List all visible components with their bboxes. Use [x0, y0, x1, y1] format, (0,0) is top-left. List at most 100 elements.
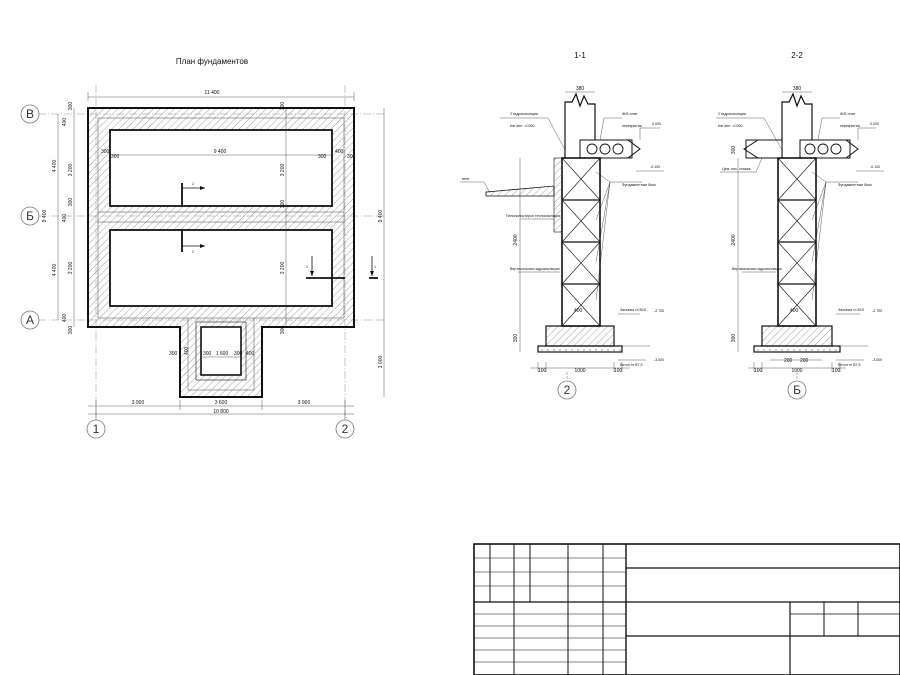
sec2-d100a: 100 — [754, 368, 763, 374]
dim-right-3200a: 3 200 — [280, 164, 286, 177]
sec2-gidro-label: 2 гидроизоляции — [718, 112, 746, 116]
sec2-d1000: 1000 — [791, 368, 802, 374]
axis-bubble-1: 1 — [86, 419, 106, 439]
sec2-footing — [761, 325, 833, 347]
dim-right-3000: 3 000 — [378, 356, 384, 369]
section-label-1a: 1 — [306, 265, 308, 269]
sec1-footing — [545, 325, 615, 347]
sec2-m0: 0.000 — [870, 122, 879, 126]
section-1-title: 1-1 — [574, 51, 586, 60]
sec1-foundation: Фундаментные блок — [622, 183, 656, 187]
annex-room — [200, 326, 242, 376]
dim-left-300c: 300 — [68, 326, 74, 335]
sec1-vent: вент — [462, 177, 470, 181]
svg-text:В: В — [26, 107, 34, 121]
sec2-d100b: 100 — [832, 368, 841, 374]
sec1-slab-end — [627, 139, 641, 159]
sec2-slab-left — [745, 139, 783, 159]
dim-300-d: 300 — [347, 154, 356, 160]
title-block — [473, 543, 900, 675]
section-label-2b: 2 — [192, 250, 194, 254]
dim-bottom-3900a: 3 900 — [132, 400, 145, 406]
section-label-2a: 2 — [192, 182, 194, 186]
sec2-d300: 300 — [731, 334, 737, 343]
sec1-beton: Бетон гл В7,5 — [620, 363, 643, 367]
sec2-cem: Цем.-пес. стяжка — [722, 167, 751, 171]
sec1-d2400: 2400 — [513, 234, 519, 245]
sec2-d2400: 2400 — [731, 234, 737, 245]
dim-left-9400: 9 400 — [42, 210, 48, 223]
sec1-slab — [579, 139, 633, 159]
dim-left-300b: 300 — [68, 198, 74, 207]
dim-annex-300a: 300 — [169, 351, 178, 357]
sec1-m0: 0.000 — [652, 122, 661, 126]
sec2-slab-left-end — [743, 139, 759, 159]
dim-annex-400b: 400 — [246, 351, 255, 357]
sec1-d1000: 1000 — [574, 368, 585, 374]
dim-left-400b: 400 — [62, 214, 68, 223]
foundation-walls — [88, 108, 354, 397]
sec2-vert: Вертикальная гидроизоляция — [732, 267, 782, 271]
dim-left-300a: 300 — [68, 102, 74, 111]
sec1-m3000: -3.000 — [654, 358, 664, 362]
dim-annex-1600: 1 600 — [216, 351, 229, 357]
dim-annex-300c: 300 — [234, 351, 243, 357]
section-2-2: 2-2 380 — [716, 51, 884, 400]
plan-dimension-lines — [57, 92, 385, 420]
block-lines — [97, 117, 345, 391]
section-label-1b: 1 — [374, 265, 376, 269]
sec2-slab-end — [845, 139, 859, 159]
sec1-vert: Вертикальная гидроизоляция — [510, 267, 560, 271]
room-upper — [109, 129, 333, 207]
dim-left-400c: 400 — [62, 314, 68, 323]
dim-left-3200a: 3 200 — [68, 164, 74, 177]
dim-right-9400: 9 400 — [378, 210, 384, 223]
dim-right-300a: 300 — [280, 102, 286, 111]
sec1-otm-label: bar otm. -0.000 — [510, 124, 534, 128]
sec2-dim-380: 380 — [793, 86, 802, 92]
dim-bottom-3900b: 3 900 — [298, 400, 311, 406]
sec1-prep — [537, 345, 623, 353]
plan-title: План фундаментов — [176, 57, 248, 66]
sec2-m2700: -2.700 — [872, 309, 882, 313]
sec1-d300: 300 — [513, 334, 519, 343]
section-arrowheads — [200, 186, 374, 276]
svg-text:Б: Б — [793, 383, 801, 397]
svg-text:Б: Б — [26, 209, 34, 223]
sec1-dim-380: 380 — [576, 86, 585, 92]
dim-right-3200b: 3 200 — [280, 262, 286, 275]
sec2-otm-label: bar otm. -0.000 — [718, 124, 742, 128]
room-lower — [109, 229, 333, 307]
sec2-wall-top — [781, 92, 813, 158]
dim-inner-9400: 9 400 — [214, 149, 227, 155]
sec1-m0b: -0.100 — [650, 165, 660, 169]
sec2-leaders — [716, 117, 884, 380]
foundation-outline — [87, 107, 355, 398]
dim-left-3200b: 3 200 — [68, 262, 74, 275]
svg-text:2: 2 — [564, 383, 571, 397]
sec1-wall-top — [564, 92, 596, 158]
sec1-thermo: Пенополистирол теплоизоляция — [506, 214, 560, 218]
dim-300-b: 300 — [111, 154, 120, 160]
sec1-insulation — [553, 157, 563, 233]
sec2-beton: Бетон гл В7,5 — [838, 363, 861, 367]
sec1-d400: 400 — [574, 308, 583, 314]
sec1-overlap-label: перекрытия — [622, 124, 642, 128]
sec2-slab-right — [799, 139, 851, 159]
sec1-slab-voids — [586, 143, 624, 155]
axis-bubble-b: Б — [20, 206, 40, 226]
dim-right-300c: 300 — [280, 326, 286, 335]
axis-bubble-v: В — [20, 104, 40, 124]
sec2-slab-label: Ж/Б плит — [840, 112, 856, 116]
section-2-title: 2-2 — [791, 51, 803, 60]
dim-300-c: 300 — [318, 154, 327, 160]
axis-bubble-2: 2 — [335, 419, 355, 439]
svg-text:А: А — [26, 313, 34, 327]
sec1-d100a: 100 — [538, 368, 547, 374]
dim-annex-400a: 400 — [184, 346, 190, 355]
svg-text:2: 2 — [342, 422, 349, 436]
dim-left-400a: 400 — [62, 118, 68, 127]
dim-bottom-3600: 3 600 — [215, 400, 228, 406]
sec2-d400: 400 — [790, 308, 799, 314]
